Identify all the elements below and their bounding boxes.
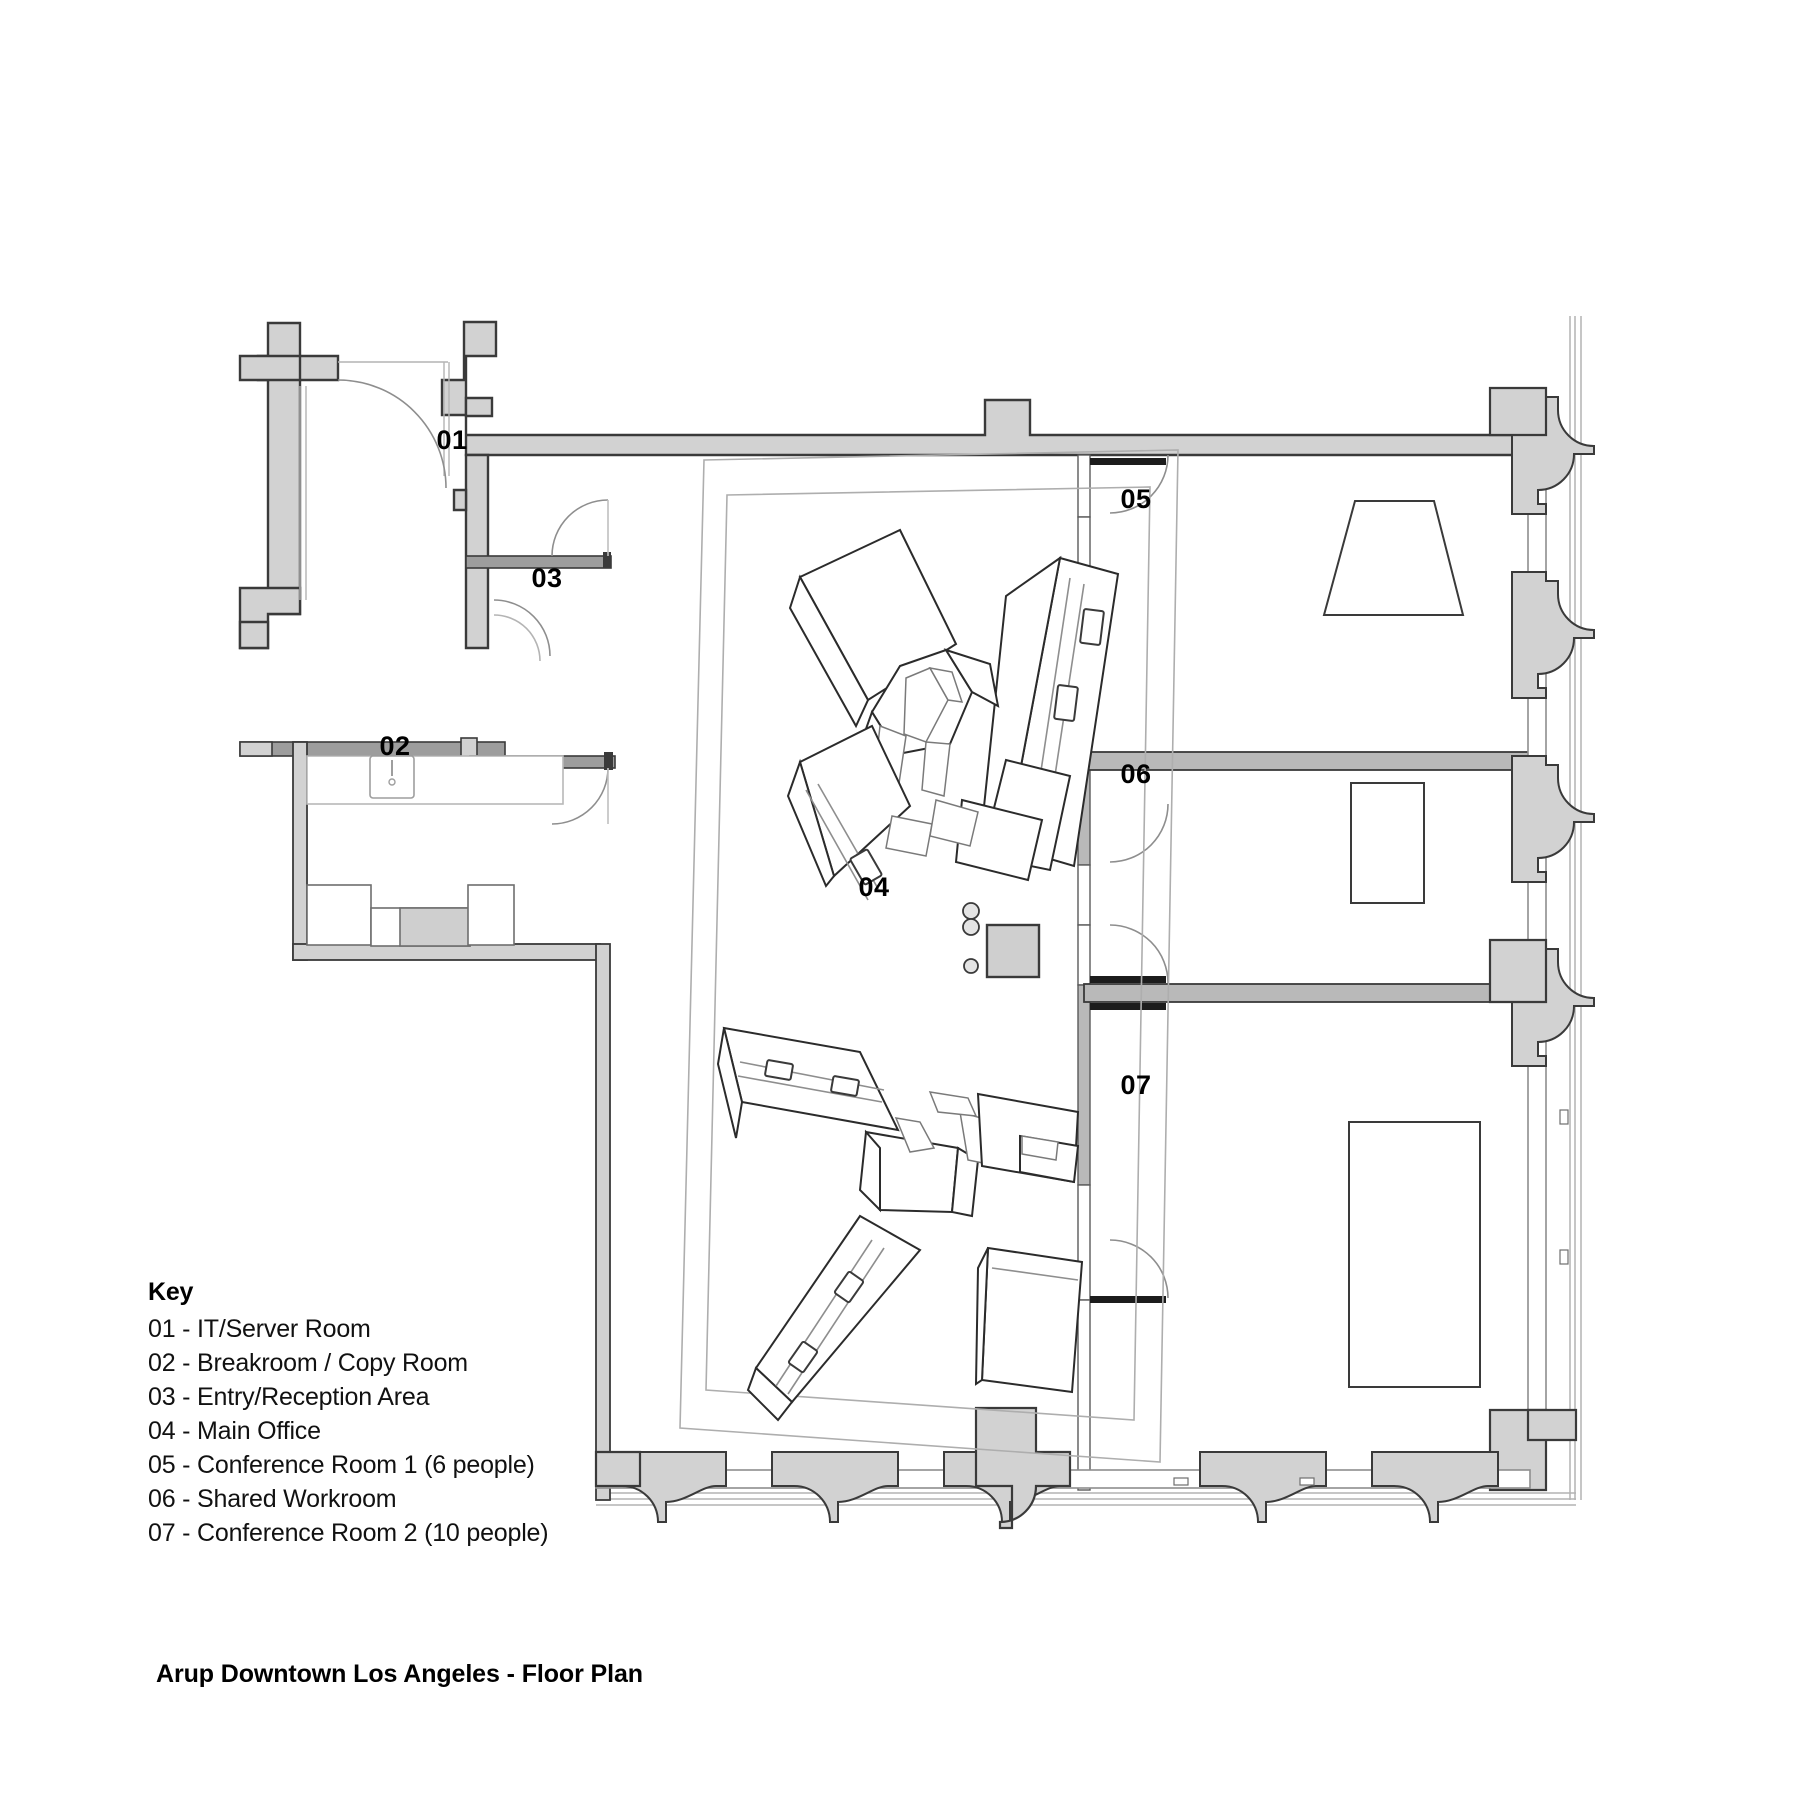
sheet-title: Arup Downtown Los Angeles - Floor Plan (156, 1660, 643, 1688)
door-swings (337, 379, 1169, 1299)
room-number-labels: 01 02 03 04 05 06 07 (379, 425, 1151, 1100)
workstation-cluster-lower (716, 1026, 1084, 1422)
exterior-glazing-lines (596, 316, 1582, 1506)
main-office-column-and-devices (962, 902, 1041, 979)
key-item-04: 04 - Main Office (148, 1416, 321, 1445)
room-label-04: 04 (858, 872, 889, 902)
room-label-07: 07 (1120, 1070, 1151, 1100)
room02-casework (306, 755, 564, 947)
key-item-01: 01 - IT/Server Room (148, 1314, 371, 1343)
northwest-vestibule-walls (238, 320, 498, 650)
key-item-07: 07 - Conference Room 2 (10 people) (148, 1518, 549, 1547)
room-label-06: 06 (1120, 759, 1151, 789)
room06-table (1350, 782, 1425, 904)
south-exterior-wall (594, 1406, 1531, 1530)
room07-conference-table (1348, 1121, 1481, 1388)
room-label-05: 05 (1120, 484, 1151, 514)
room05-conference-table (1322, 500, 1465, 616)
room03-partitions (595, 943, 611, 1501)
workstation-cluster-upper (786, 528, 1120, 901)
key-item-02: 02 - Breakroom / Copy Room (148, 1348, 468, 1377)
key-legend: Key 01 - IT/Server Room 02 - Breakroom /… (148, 1278, 668, 1550)
room-label-01: 01 (436, 425, 467, 455)
room-label-02: 02 (379, 731, 410, 761)
key-heading: Key (148, 1278, 194, 1306)
room-label-03: 03 (531, 563, 562, 593)
main-office-soffit-outlines (679, 449, 1179, 1463)
key-item-05: 05 - Conference Room 1 (6 people) (148, 1450, 535, 1479)
key-item-03: 03 - Entry/Reception Area (148, 1382, 430, 1411)
east-exterior-wall (1488, 386, 1595, 1492)
room01-partitions (465, 552, 612, 569)
key-item-06: 06 - Shared Workroom (148, 1484, 397, 1513)
north-exterior-wall (464, 398, 1530, 457)
